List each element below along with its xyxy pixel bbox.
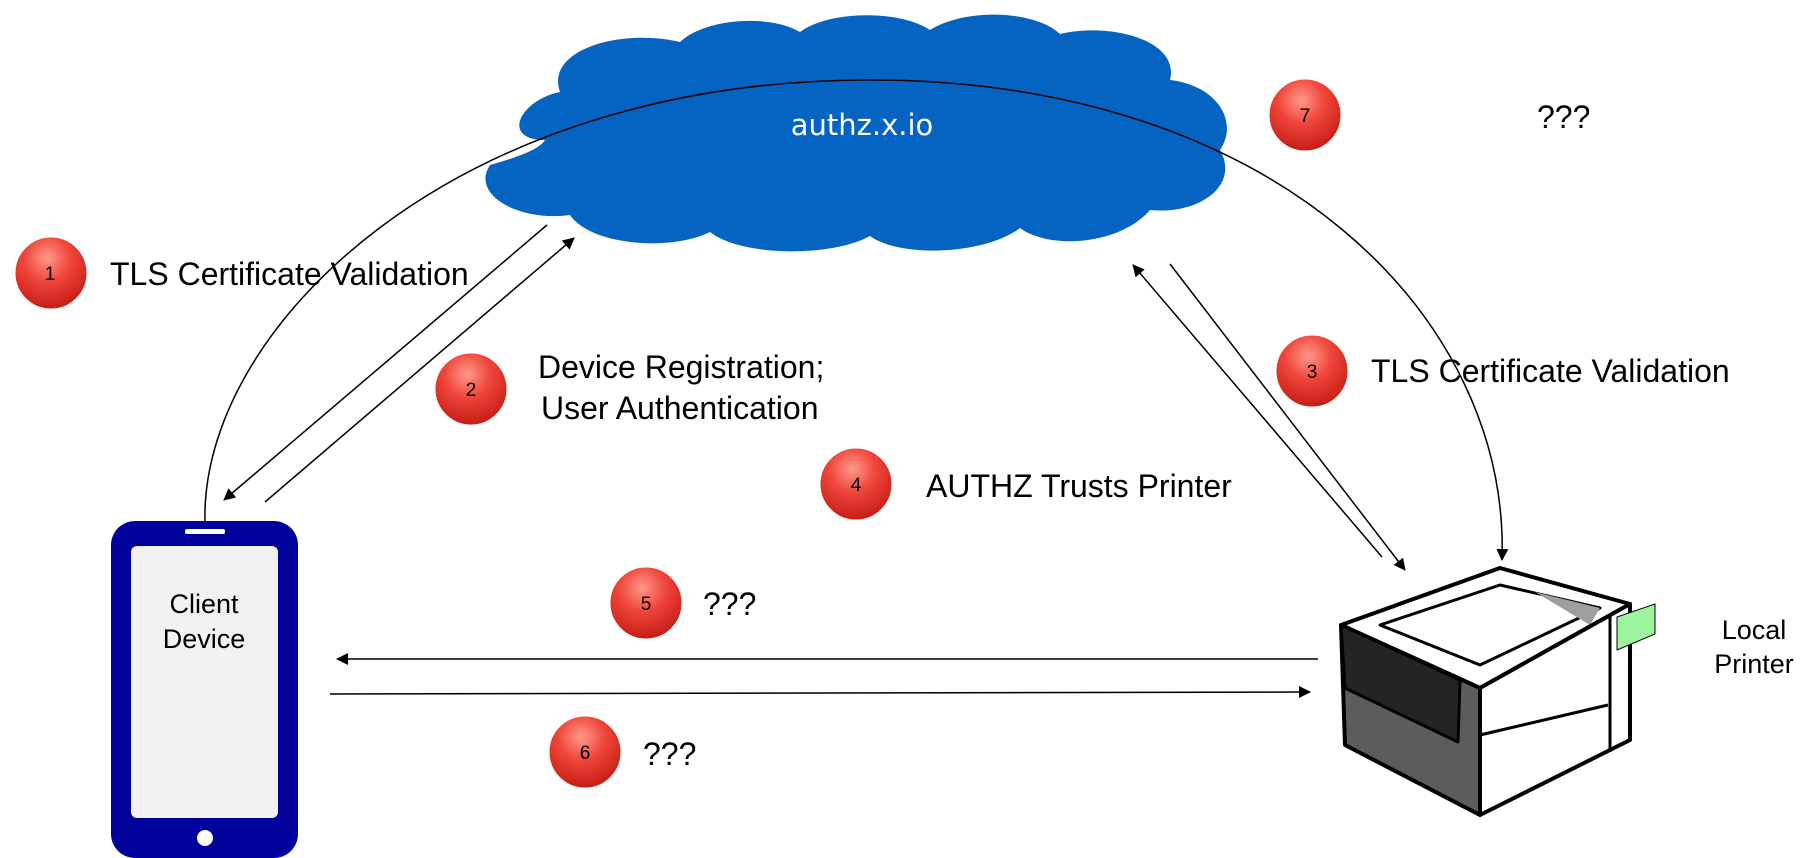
step-number-5: 5 [641, 594, 652, 615]
printer-side-slot [1479, 703, 1609, 737]
step-text-6: ??? [643, 736, 696, 772]
printer-tray-shade [1535, 592, 1600, 625]
client-device: Client Device [111, 521, 298, 858]
arrow-cloud-to-printer [1169, 263, 1406, 571]
step-number-3: 3 [1307, 362, 1318, 383]
step-text-5: ??? [703, 586, 756, 622]
cloud-authz: authz.x.io [485, 14, 1227, 252]
step-number-7: 7 [1300, 106, 1311, 127]
step-number-2: 2 [466, 380, 477, 401]
client-device-label-line1: Client [169, 589, 239, 619]
local-printer: Local Printer [1339, 566, 1794, 817]
step-2: 2 Device Registration; User Authenticati… [432, 349, 824, 428]
step-5: 5 ??? [607, 564, 756, 642]
cloud-shape [485, 14, 1227, 252]
arrow-client-to-cloud [264, 237, 575, 503]
step-3: 3 TLS Certificate Validation [1273, 332, 1730, 410]
step-badge-1 [12, 234, 90, 312]
step-badge-6 [546, 713, 624, 791]
arrow-client-to-printer [329, 686, 1311, 699]
step-badge-2 [432, 350, 510, 428]
step-text-3: TLS Certificate Validation [1371, 353, 1730, 389]
step-1: 1 TLS Certificate Validation [12, 234, 469, 312]
printer-label-line1: Local [1722, 615, 1787, 645]
printer-label-line2: Printer [1714, 649, 1794, 679]
printer-side [1478, 602, 1632, 817]
cloud-label: authz.x.io [791, 108, 934, 142]
step-badge-7 [1266, 76, 1344, 154]
arc-tls-connection [204, 79, 1509, 561]
step-badge-5 [607, 564, 685, 642]
step-number-4: 4 [851, 475, 862, 496]
step-text-2-line2: User Authentication [541, 390, 819, 426]
phone-screen [131, 546, 278, 818]
step-number-6: 6 [580, 743, 591, 764]
arrow-cloud-to-client [223, 224, 548, 501]
printer-front-panel [1339, 623, 1462, 744]
step-6: 6 ??? [546, 713, 696, 791]
step-text-2-line1: Device Registration; [538, 349, 824, 385]
phone-home-button [197, 830, 213, 846]
step-badge-4 [817, 445, 895, 523]
step-7: 7 ??? [1266, 76, 1590, 154]
step-number-1: 1 [45, 264, 56, 285]
step-text-4: AUTHZ Trusts Printer [926, 468, 1232, 504]
client-device-label-line2: Device [163, 624, 246, 654]
arrow-printer-to-cloud [1132, 264, 1383, 558]
phone-speaker [185, 529, 225, 534]
step-text-7: ??? [1537, 99, 1590, 135]
step-text-1: TLS Certificate Validation [110, 256, 469, 292]
printer-control-panel [1616, 603, 1656, 651]
step-badge-3 [1273, 332, 1351, 410]
step-4: 4 AUTHZ Trusts Printer [817, 445, 1232, 523]
